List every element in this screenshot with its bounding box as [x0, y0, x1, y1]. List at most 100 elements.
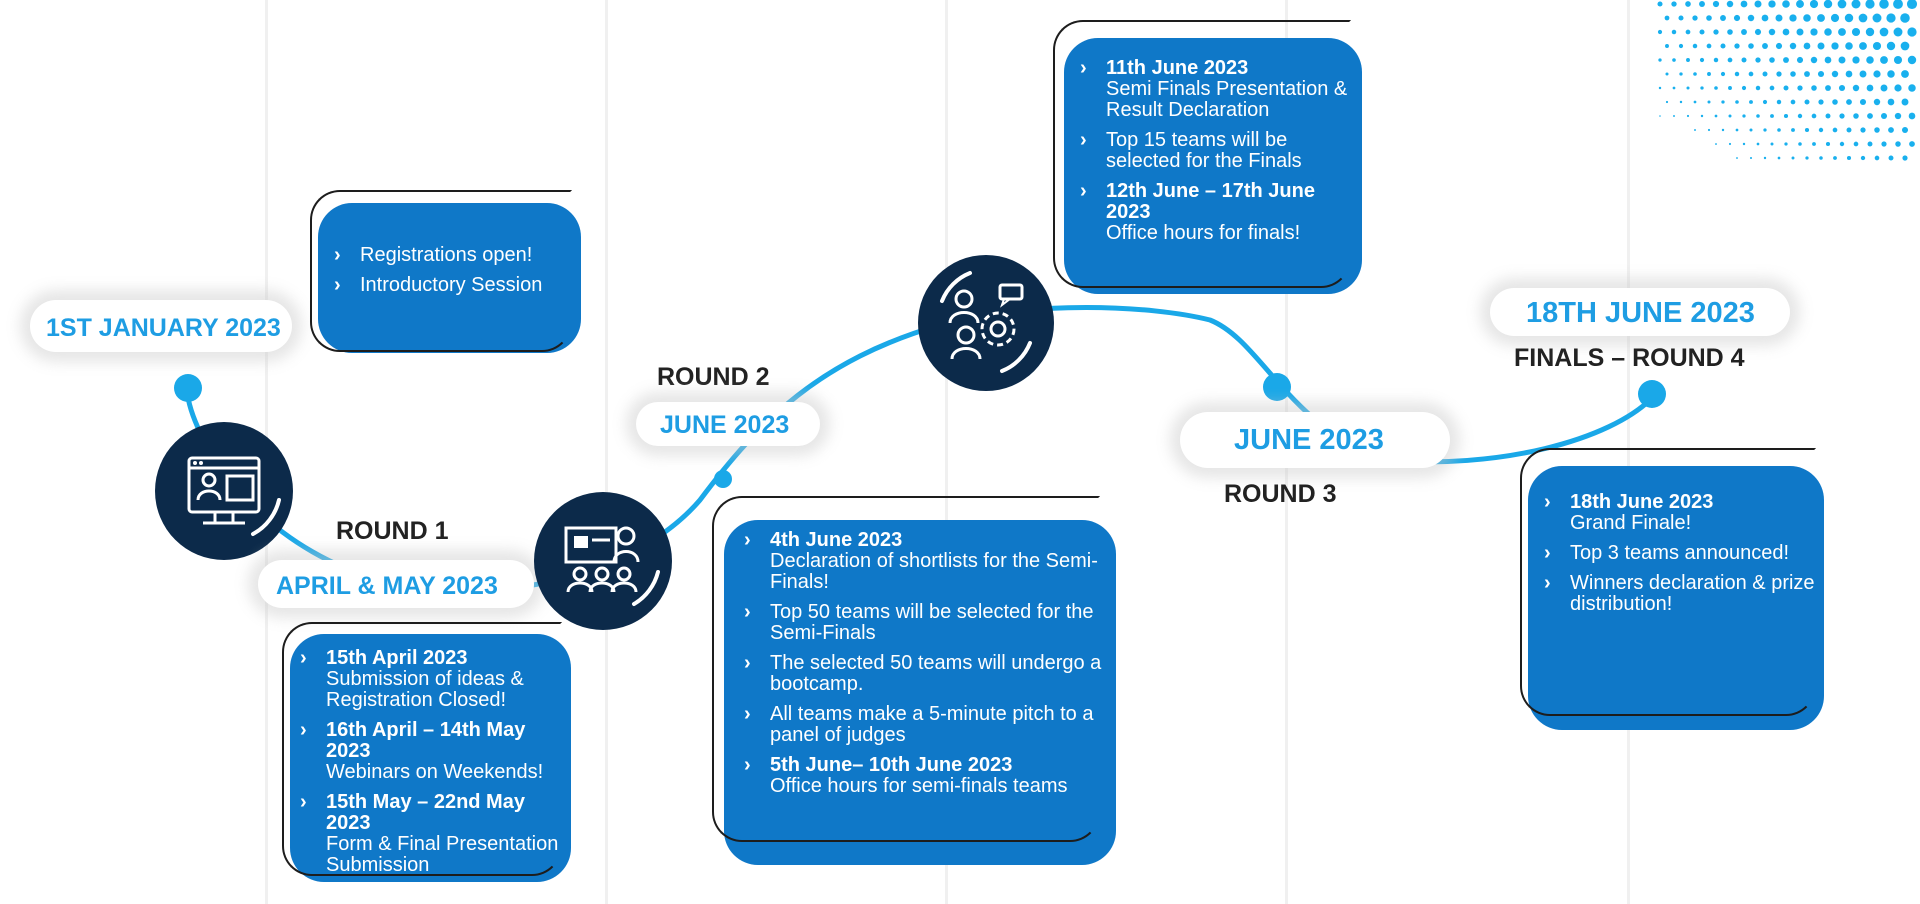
halftone-dot	[1859, 42, 1867, 50]
halftone-dot	[1714, 114, 1718, 118]
halftone-dot	[1873, 98, 1881, 106]
halftone-dot	[1901, 126, 1909, 134]
card-finals-item: ›Winners declaration & prize distributio…	[1544, 572, 1815, 615]
halftone-dot	[1804, 99, 1810, 105]
halftone-dot	[1867, 141, 1873, 147]
halftone-dot	[1678, 15, 1684, 21]
halftone-dot	[1858, 13, 1868, 23]
halftone-dot	[1700, 114, 1704, 118]
halftone-dot	[1880, 112, 1888, 120]
halftone-dot	[1797, 85, 1803, 91]
halftone-dot	[1768, 28, 1776, 36]
halftone-dot	[1748, 43, 1754, 49]
halftone-dot	[1907, 55, 1917, 65]
halftone-dot	[1770, 114, 1774, 118]
halftone-dot	[1720, 15, 1726, 21]
halftone-dot	[1756, 114, 1760, 118]
halftone-dot	[1740, 0, 1748, 8]
halftone-dot	[1833, 156, 1837, 160]
card-round3-item: ›Top 15 teams will be selected for the F…	[1080, 129, 1302, 172]
date-brush-finals	[1490, 288, 1790, 336]
timeline-marker	[714, 470, 732, 488]
halftone-dot	[1720, 71, 1726, 77]
halftone-dot	[1817, 42, 1825, 50]
halftone-dot	[1678, 43, 1684, 49]
column-divider	[605, 0, 608, 904]
halftone-dot	[1805, 156, 1809, 160]
halftone-dot	[1712, 0, 1720, 8]
column-divider	[945, 0, 948, 904]
halftone-dot	[1796, 0, 1804, 8]
halftone-dot	[1824, 56, 1832, 64]
column-divider	[1627, 0, 1630, 904]
halftone-dot	[1784, 142, 1788, 146]
halftone-dot	[1783, 57, 1789, 63]
halftone-dot	[1686, 114, 1690, 118]
halftone-dot	[1902, 155, 1908, 161]
halftone-dot	[1831, 70, 1839, 78]
halftone-dot	[1865, 27, 1875, 37]
halftone-dot	[1657, 29, 1663, 35]
halftone-dot	[1838, 56, 1846, 64]
halftone-dot	[1798, 142, 1802, 146]
halftone-dot	[1804, 71, 1810, 77]
halftone-dot	[1782, 28, 1790, 36]
halftone-dot	[1782, 0, 1790, 8]
date-brush-round1	[258, 560, 534, 608]
halftone-dot	[1665, 44, 1669, 48]
halftone-dot	[1893, 27, 1903, 37]
halftone-dot	[1749, 128, 1753, 132]
halftone-dot	[1909, 141, 1915, 147]
halftone-dot	[1776, 99, 1782, 105]
halftone-dot	[1658, 58, 1662, 62]
halftone-dot	[1659, 115, 1661, 117]
halftone-dot	[1866, 84, 1874, 92]
halftone-dot	[1686, 58, 1690, 62]
halftone-dot	[1851, 27, 1861, 37]
timeline-marker	[1263, 373, 1291, 401]
halftone-dot	[1845, 42, 1853, 50]
halftone-dot	[1685, 29, 1691, 35]
halftone-dot	[1818, 127, 1824, 133]
halftone-dot	[1671, 1, 1677, 7]
halftone-dot	[1809, 0, 1819, 9]
halftone-dot	[1721, 100, 1725, 104]
halftone-dot	[1874, 127, 1880, 133]
halftone-dot	[1699, 1, 1705, 7]
halftone-dot	[1741, 29, 1747, 35]
halftone-dot	[1706, 15, 1712, 21]
date-jan: 1ST JANUARY 2023	[46, 314, 281, 342]
halftone-dot	[1776, 71, 1782, 77]
halftone-dot	[1846, 99, 1852, 105]
halftone-dot	[1887, 98, 1895, 106]
halftone-dot	[1714, 86, 1718, 90]
halftone-dot	[1735, 128, 1739, 132]
date-brush-round3	[1180, 412, 1450, 468]
halftone-dot	[1679, 72, 1683, 76]
halftone-dot	[1824, 28, 1832, 36]
halftone-dot	[1851, 0, 1861, 9]
halftone-dot	[1720, 43, 1726, 49]
halftone-dot	[1894, 112, 1902, 120]
halftone-dot	[1880, 56, 1888, 64]
halftone-dot	[1872, 41, 1882, 51]
card-jan-item: ›Introductory Session	[334, 274, 543, 296]
halftone-dot	[1742, 142, 1746, 146]
halftone-dot	[1707, 72, 1711, 76]
halftone-dot	[1671, 29, 1677, 35]
halftone-dot	[1900, 41, 1910, 51]
halftone-dot	[1825, 85, 1831, 91]
halftone-dot	[1888, 155, 1894, 161]
halftone-dot	[1736, 157, 1738, 159]
halftone-dot	[1874, 155, 1880, 161]
halftone-dot	[1657, 1, 1663, 7]
halftone-dot	[1763, 156, 1767, 160]
halftone-dot	[1894, 84, 1902, 92]
halftone-dot	[1672, 86, 1676, 90]
halftone-dot	[1791, 156, 1795, 160]
halftone-dot	[1853, 113, 1859, 119]
halftone-dot	[1907, 27, 1917, 37]
